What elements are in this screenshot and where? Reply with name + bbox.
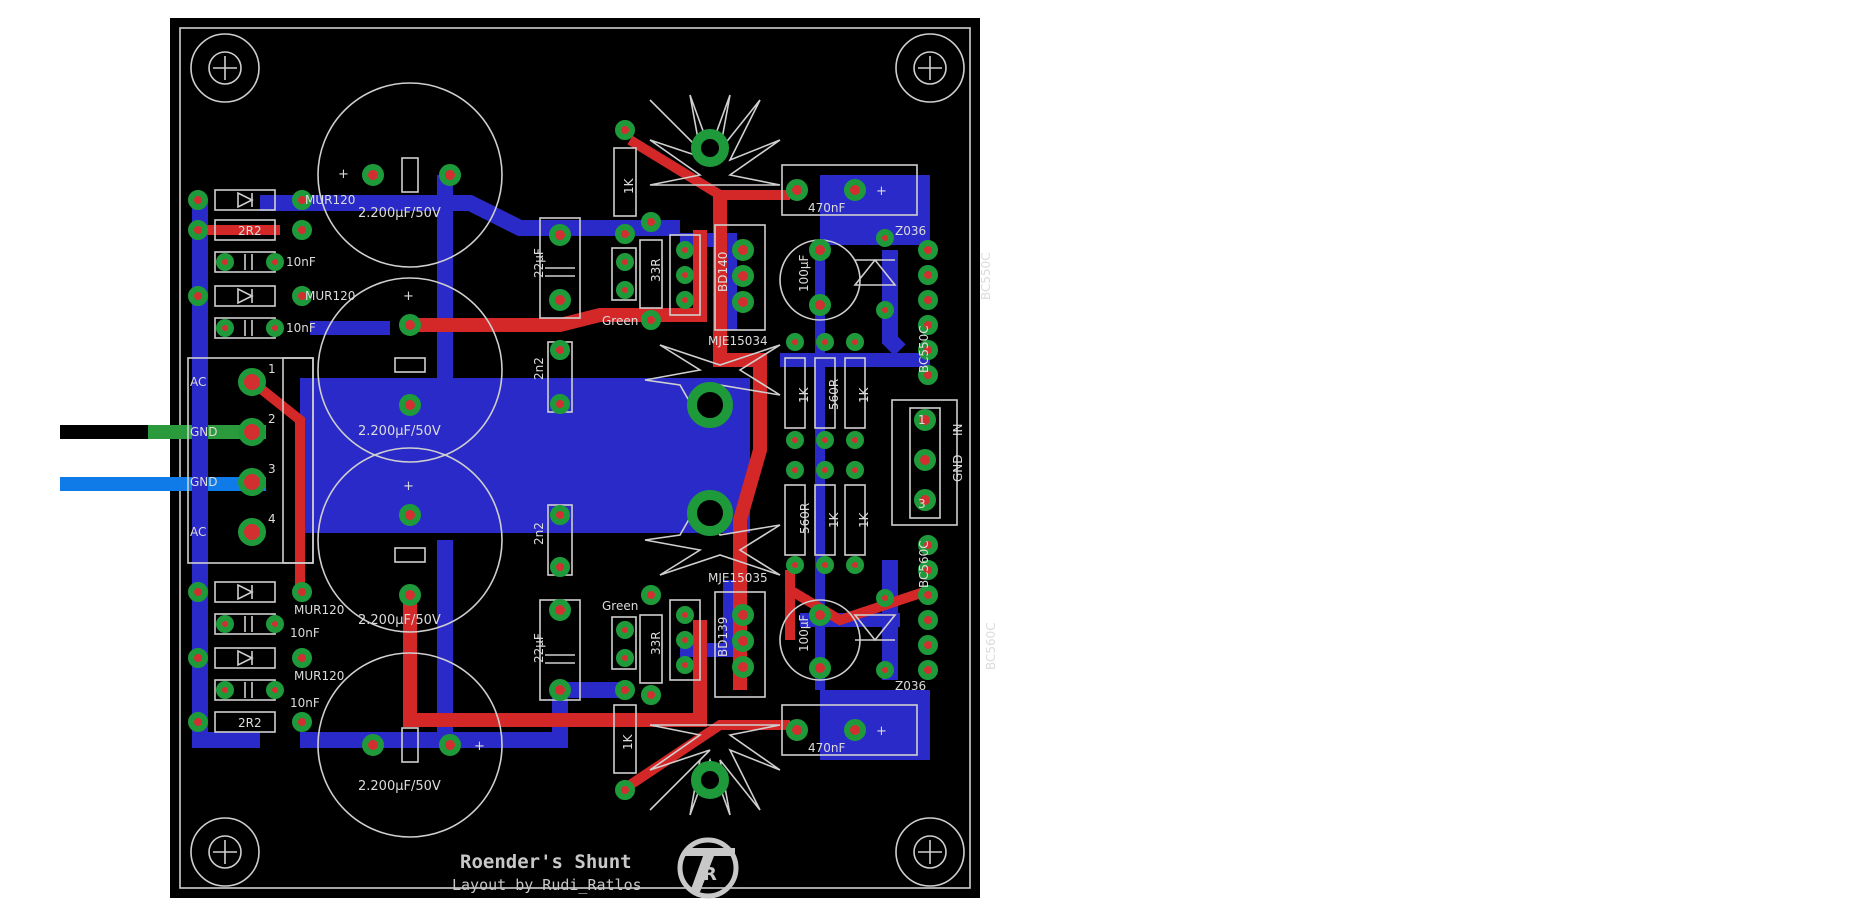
svg-text:+: + xyxy=(876,724,887,739)
transistor-bd139-label: BD139 xyxy=(716,617,730,657)
cap-22uf-2-label: 22µF xyxy=(532,633,546,663)
svg-text:1K: 1K xyxy=(857,386,871,403)
zener-2-label: Z036 xyxy=(895,679,926,693)
svg-text:4: 4 xyxy=(268,512,276,526)
cap-2n2-2-label: 2n2 xyxy=(532,522,546,545)
svg-text:3: 3 xyxy=(268,462,276,476)
svg-text:+: + xyxy=(338,167,349,182)
conn-pin-1: 1AC xyxy=(190,362,276,396)
mje-1-label: MJE15034 xyxy=(708,334,768,348)
zener-1-label: Z036 xyxy=(895,224,926,238)
cap-22uf-1-label: 22µF xyxy=(532,248,546,278)
board-subtitle: Layout by Rudi_Ratlos xyxy=(452,876,642,894)
smallcap-4-label: 10nF xyxy=(290,696,320,710)
svg-text:1: 1 xyxy=(268,362,276,376)
svg-text:2: 2 xyxy=(268,412,276,426)
rconn-gnd-label: GND xyxy=(951,454,965,482)
bc560-2-label: BC560C xyxy=(984,622,998,670)
smallcap-3-label: 10nF xyxy=(290,626,320,640)
mid-resistor-column-top: 1K 560R 1K xyxy=(784,333,871,449)
diode-3-label: MUR120 xyxy=(294,603,344,617)
svg-text:+: + xyxy=(474,739,485,754)
logo-letter: R xyxy=(703,864,717,885)
cap-100uf-1-label: 100µF xyxy=(797,254,811,292)
driver-parts: 1K 33R Green Green 33R 1K xyxy=(602,120,663,800)
cap-large-1-label: 2.200µF/50V xyxy=(358,206,441,221)
heatsinks xyxy=(644,94,781,816)
mje-2-label: MJE15035 xyxy=(708,571,768,585)
smallcap-1-label: 10nF xyxy=(286,255,316,269)
cap-100uf-2-label: 100µF xyxy=(797,614,811,652)
board-branding: Roender's Shunt Layout by Rudi_Ratlos R xyxy=(452,837,739,899)
svg-text:AC: AC xyxy=(190,525,206,539)
resistor-1k-2-label: 1K xyxy=(621,733,635,750)
left-diodes-caps: MUR120 2R2 10nF MUR120 10nF MUR120 10nF … xyxy=(188,189,355,733)
diode-2-label: MUR120 xyxy=(305,289,355,303)
bc560-1-label: BC560C xyxy=(917,540,931,588)
cap-large-4-label: 2.200µF/50V xyxy=(358,779,441,794)
rconn-pin-3: 3 xyxy=(918,497,926,511)
rconn-pin-1: 1 xyxy=(918,413,926,427)
resistor-33r-2-label: 33R xyxy=(649,631,663,655)
svg-text:1K: 1K xyxy=(797,386,811,403)
diode-4-label: MUR120 xyxy=(294,669,344,683)
bc550-1-label: BC550C xyxy=(979,252,993,300)
svg-text:AC: AC xyxy=(190,375,206,389)
mid-resistor-column-bottom: 560R 1K 1K xyxy=(784,461,871,574)
green-led-1-label: Green xyxy=(602,314,638,328)
svg-text:+: + xyxy=(876,184,887,199)
smallcap-2-label: 10nF xyxy=(286,321,316,335)
diode-1-label: MUR120 xyxy=(305,193,355,207)
transistor-bd140-label: BD140 xyxy=(716,252,730,292)
svg-text:GND: GND xyxy=(190,425,218,439)
cap-470nf-2-label: 470nF xyxy=(808,741,846,755)
mounting-holes xyxy=(190,33,965,887)
right-connector: 1 3 IN GND xyxy=(891,399,965,526)
svg-text:1K: 1K xyxy=(827,511,841,528)
resistor-33r-1-label: 33R xyxy=(649,258,663,282)
board-title: Roender's Shunt xyxy=(460,851,632,873)
svg-text:+: + xyxy=(403,479,414,494)
bc550-2-label: BC550C xyxy=(917,325,931,373)
resistor-2r2-2-label: 2R2 xyxy=(238,716,262,730)
cap-large-3-label: 2.200µF/50V xyxy=(358,613,441,628)
cap-large-4: + 2.200µF/50V xyxy=(317,652,503,838)
logo-mark: R xyxy=(677,837,739,899)
right-parts: + 470nF 100µF Z036 BC550C BC550C 1K 560R… xyxy=(779,164,998,756)
svg-text:560R: 560R xyxy=(827,379,841,410)
cap-large-2: + 2.200µF/50V xyxy=(317,277,503,463)
rconn-in-label: IN xyxy=(951,423,965,436)
cap-large-2-label: 2.200µF/50V xyxy=(358,424,441,439)
green-led-2-label: Green xyxy=(602,599,638,613)
resistor-1k-1-label: 1K xyxy=(622,177,636,194)
cap-large-3: + 2.200µF/50V xyxy=(317,447,503,633)
large-capacitors: + 2.200µF/50V + 2.200µF/50V + 2.200µF/50… xyxy=(317,82,503,838)
svg-text:+: + xyxy=(403,289,414,304)
power-transistors: BD140 MJE15034 MJE15035 BD139 xyxy=(669,224,768,698)
cap-2n2-1-label: 2n2 xyxy=(532,357,546,380)
cap-large-1: + 2.200µF/50V xyxy=(317,82,503,268)
svg-text:560R: 560R xyxy=(798,503,812,534)
cap-470nf-1-label: 470nF xyxy=(808,201,846,215)
board-border xyxy=(179,27,971,889)
resistor-2r2-1-label: 2R2 xyxy=(238,224,262,238)
conn-pin-4: 4AC xyxy=(190,512,276,546)
mid-capacitors: 22µF 2n2 2n2 22µF xyxy=(532,217,581,701)
svg-text:1K: 1K xyxy=(857,511,871,528)
svg-text:GND: GND xyxy=(190,475,218,489)
